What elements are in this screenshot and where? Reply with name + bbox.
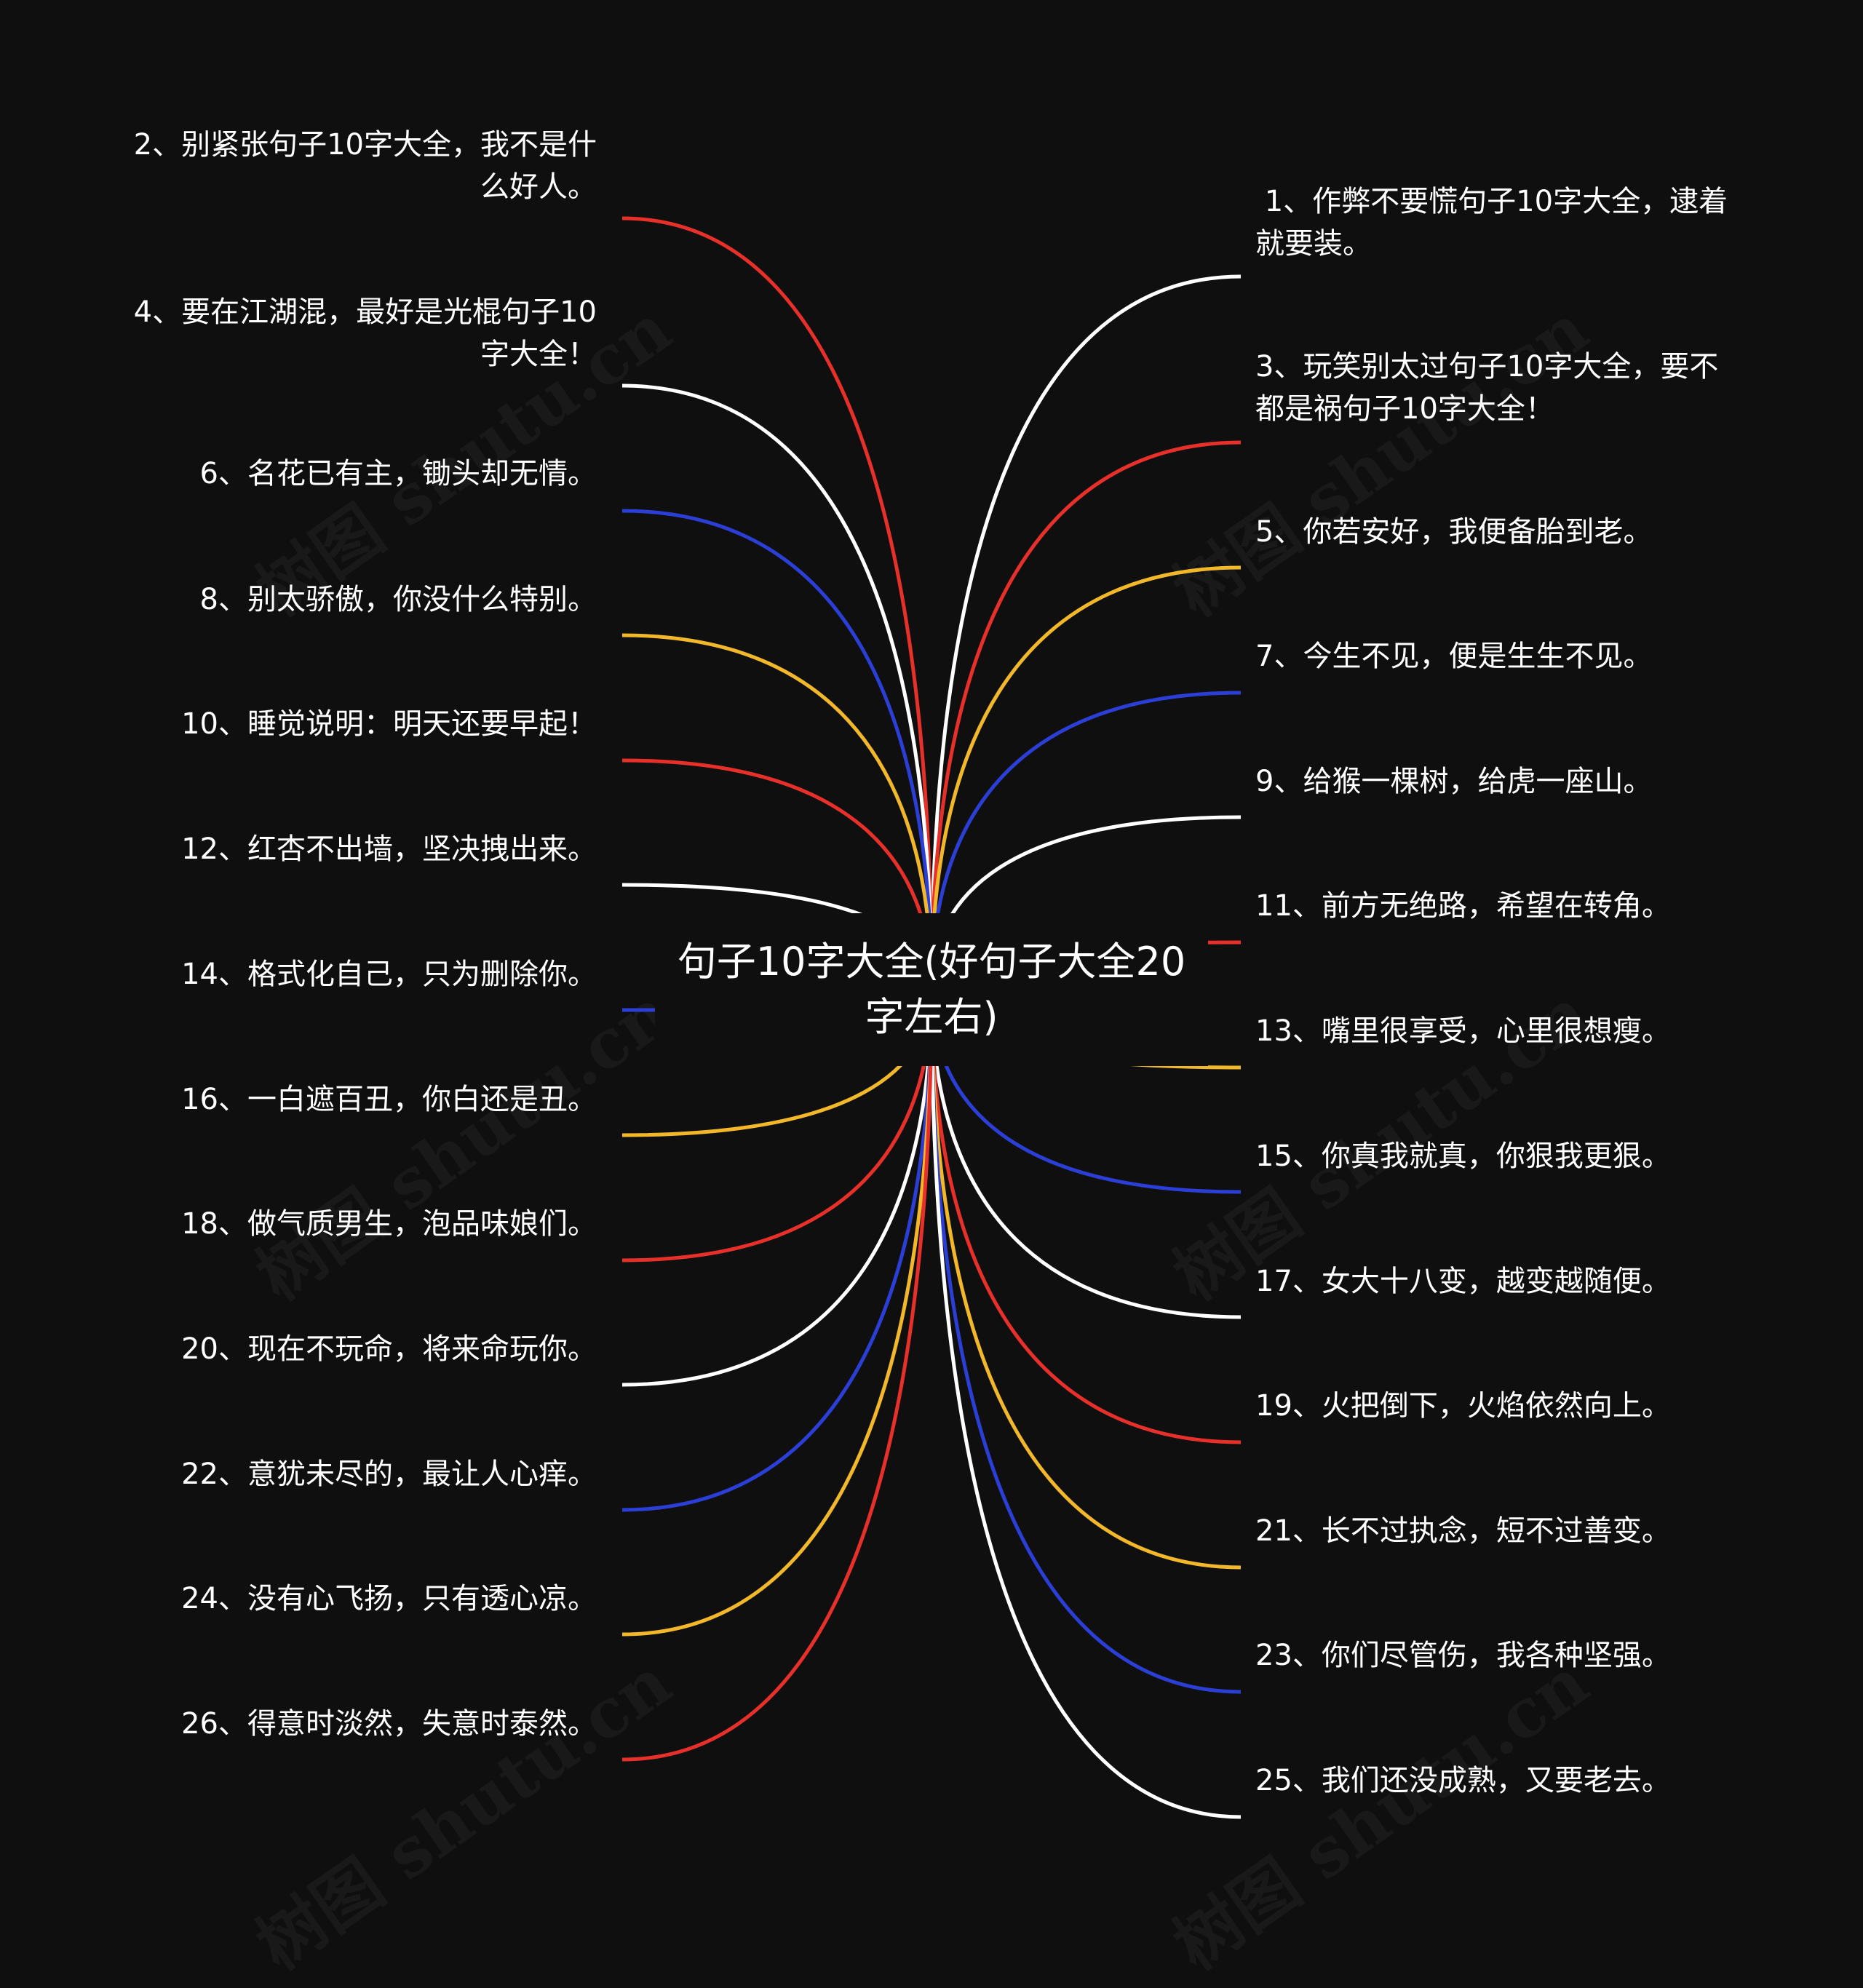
branch-node-20[interactable]: 20、现在不玩命，将来命玩你。 — [181, 1332, 597, 1366]
branch-node-1[interactable]: 1、作弊不要慌句子10字大全，逮着就要装。 — [1255, 185, 1728, 261]
branch-node-13[interactable]: 13、嘴里很享受，心里很想瘦。 — [1255, 1014, 1671, 1048]
branch-node-7[interactable]: 7、今生不见，便是生生不见。 — [1255, 640, 1653, 673]
branch-connector — [929, 989, 1242, 1819]
branch-node-8[interactable]: 8、别太骄傲，你没什么特别。 — [199, 583, 597, 616]
branch-node-9[interactable]: 9、给猴一棵树，给虎一座山。 — [1255, 765, 1653, 798]
branch-node-6[interactable]: 6、名花已有主，锄头却无情。 — [199, 457, 597, 490]
branch-node-22[interactable]: 22、意犹未尽的，最让人心痒。 — [181, 1458, 597, 1491]
branch-connector — [929, 989, 1242, 1444]
branch-node-15[interactable]: 15、你真我就真，你狠我更狠。 — [1255, 1140, 1671, 1173]
branch-connector — [929, 565, 1242, 990]
mindmap-canvas: 树图 shutu.cn 树图 shutu.cn 树图 shutu.cn 树图 s… — [133, 128, 1728, 1985]
branch-connector — [929, 440, 1242, 990]
branch-connector — [621, 633, 934, 990]
branch-node-16[interactable]: 16、一白遮百丑，你白还是丑。 — [181, 1083, 597, 1116]
branch-node-10[interactable]: 10、睡觉说明：明天还要早起！ — [181, 707, 597, 741]
branch-connector — [621, 509, 934, 990]
branch-node-11[interactable]: 11、前方无绝路，希望在转角。 — [1255, 889, 1671, 923]
branch-node-18[interactable]: 18、做气质男生，泡品味娘们。 — [181, 1207, 597, 1241]
branch-node-26[interactable]: 26、得意时淡然，失意时泰然。 — [181, 1707, 597, 1741]
branch-connector — [621, 989, 934, 1512]
branch-node-2[interactable]: 2、别紧张句子10字大全，我不是什么好人。 — [133, 128, 597, 204]
branch-node-4[interactable]: 4、要在江湖混，最好是光棍句子10字大全！ — [133, 295, 597, 371]
central-topic[interactable]: 句子10字大全(好句子大全20字左右) — [655, 913, 1208, 1066]
branch-node-5[interactable]: 5、你若安好，我便备胎到老。 — [1255, 515, 1653, 549]
branch-node-14[interactable]: 14、格式化自己，只为删除你。 — [181, 958, 597, 991]
branch-node-3[interactable]: 3、玩笑别太过句子10字大全，要不都是祸句子10字大全！ — [1255, 350, 1719, 426]
branch-connector — [621, 383, 934, 990]
branch-node-25[interactable]: 25、我们还没成熟，又要老去。 — [1255, 1764, 1671, 1797]
branch-node-21[interactable]: 21、长不过执念，短不过善变。 — [1255, 1514, 1671, 1548]
branch-connector — [621, 216, 934, 990]
branch-node-12[interactable]: 12、红杏不出墙，坚决拽出来。 — [181, 832, 597, 866]
branch-node-17[interactable]: 17、女大十八变，越变越随便。 — [1255, 1265, 1671, 1298]
branch-node-24[interactable]: 24、没有心飞扬，只有透心凉。 — [181, 1582, 597, 1615]
branch-node-19[interactable]: 19、火把倒下，火焰依然向上。 — [1255, 1389, 1671, 1423]
central-topic-label: 句子10字大全(好句子大全20字左右) — [677, 939, 1186, 1040]
branch-connector — [621, 989, 934, 1762]
branch-node-23[interactable]: 23、你们尽管伤，我各种坚强。 — [1255, 1639, 1671, 1672]
branch-connector — [929, 274, 1242, 990]
branch-connector — [929, 989, 1242, 1570]
branch-connector — [621, 989, 934, 1387]
